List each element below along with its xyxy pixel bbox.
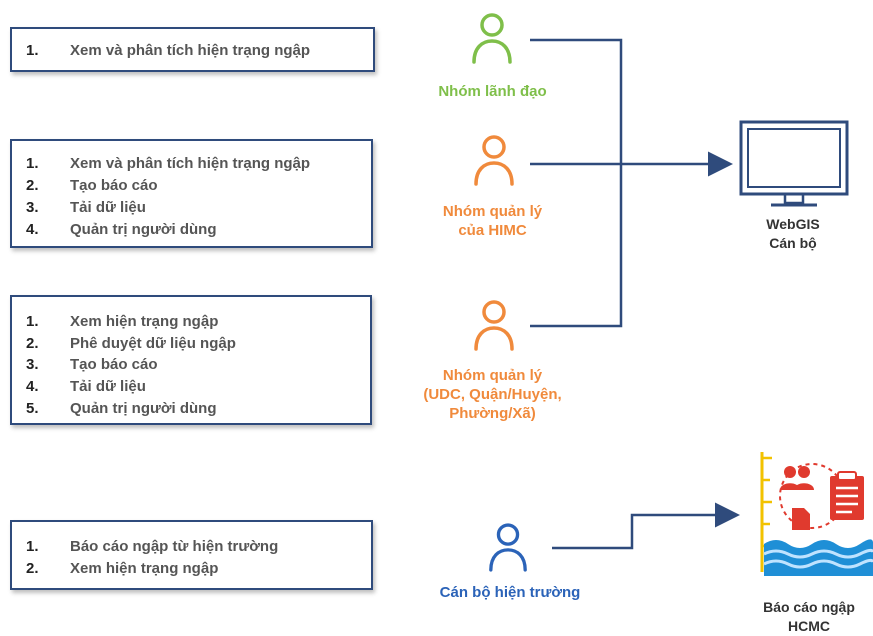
role-label-field: Cán bộ hiện trường [439, 584, 581, 601]
user-icon [472, 13, 512, 64]
list-item: 2.Phê duyệt dữ liệu ngập [26, 335, 236, 352]
role-label-himc: Nhóm quản lý của HIMC [442, 203, 543, 239]
list-item: 4.Quản trị người dùng [26, 221, 217, 238]
flood-report-icon [760, 452, 873, 576]
permissions-box-field: 1.Báo cáo ngập từ hiện trường 2.Xem hiện… [10, 520, 373, 590]
user-icon [489, 523, 527, 572]
list-item: 1.Xem và phân tích hiện trạng ngập [26, 155, 311, 172]
list-item: 2.Xem hiện trạng ngập [26, 560, 219, 577]
leader-connector [530, 38, 623, 164]
field-arrow [552, 502, 740, 550]
permissions-box-leader: 1.Xem và phân tích hiện trạng ngập [10, 27, 375, 72]
list-item: 1.Xem hiện trạng ngập [26, 313, 219, 330]
user-icon [474, 300, 514, 351]
permissions-box-himc: 1.Xem và phân tích hiện trạng ngập 2.Tạo… [10, 139, 373, 248]
list-item: 1.Báo cáo ngập từ hiện trường [26, 538, 279, 555]
list-item: 2.Tạo báo cáo [26, 177, 158, 194]
role-label-leader: Nhóm lãnh đạo [438, 83, 547, 100]
local-connector [530, 164, 623, 328]
permissions-box-local: 1.Xem hiện trạng ngập 2.Phê duyệt dữ liệ… [10, 295, 372, 425]
list-item: 1.Xem và phân tích hiện trạng ngập [26, 42, 311, 59]
monitor-icon [739, 120, 849, 207]
user-icon [474, 135, 514, 186]
list-item: 3.Tải dữ liệu [26, 199, 146, 216]
list-item: 3.Tạo báo cáo [26, 356, 158, 373]
list-item: 4.Tải dữ liệu [26, 378, 146, 395]
webgis-label: WebGIS Cán bộ [766, 216, 820, 251]
list-item: 5.Quản trị người dùng [26, 400, 217, 417]
flood-report-label: Báo cáo ngập HCMC [763, 599, 855, 634]
role-label-local: Nhóm quản lý (UDC, Quận/Huyện, Phường/Xã… [423, 367, 562, 422]
